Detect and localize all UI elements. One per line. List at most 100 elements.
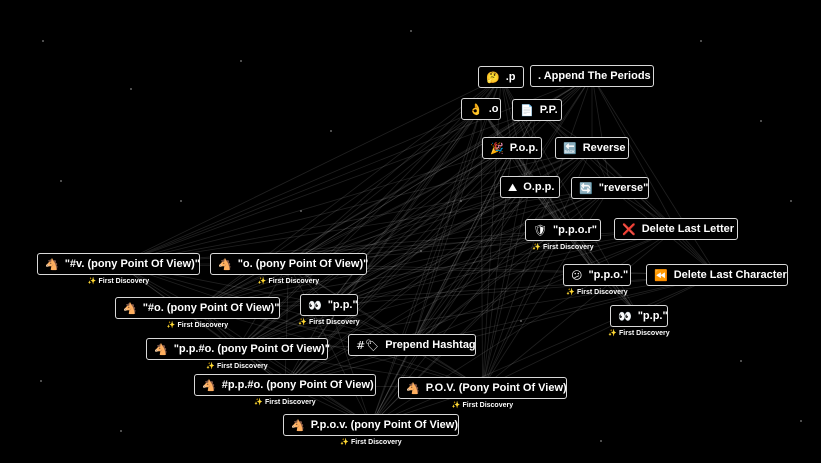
connection-line xyxy=(328,147,593,306)
connection-line xyxy=(328,147,513,306)
connection-line xyxy=(511,147,598,276)
connection-line xyxy=(370,76,502,426)
connection-line xyxy=(118,76,502,265)
connection-line xyxy=(411,147,593,346)
connection-line xyxy=(482,274,718,389)
connection-line xyxy=(288,263,372,426)
star-dot xyxy=(130,88,132,90)
element-p-p-o-v-pony-point-of-view[interactable]: 🐴P.p.o.v. (pony Point Of View) xyxy=(283,414,459,436)
element-append-the-periods[interactable]: . Append The Periods xyxy=(530,65,654,87)
element-label: Prepend Hashtag xyxy=(385,339,476,351)
element-p-p[interactable]: 👀"p.p." xyxy=(610,305,668,327)
element-label: #p.p.#o. (pony Point Of View) xyxy=(221,379,374,391)
connection-line xyxy=(288,109,538,265)
first-discovery-badge: ✨ First Discovery xyxy=(254,399,316,406)
star-dot xyxy=(410,30,412,32)
connection-line xyxy=(118,108,482,265)
star-dot xyxy=(740,360,742,362)
element-emoji-icon: 🔄 xyxy=(579,181,593,195)
star-dot xyxy=(60,180,62,182)
first-discovery-badge: ✨ First Discovery xyxy=(340,439,402,446)
first-discovery-badge: ✨ First Discovery xyxy=(87,278,150,285)
element-emoji-icon: 👌 xyxy=(469,102,483,116)
connection-line xyxy=(118,109,538,265)
element-emoji-icon: 🐴 xyxy=(218,257,232,271)
connection-line xyxy=(536,109,677,230)
element-emoji-icon: 🔙 xyxy=(563,141,577,155)
connection-line xyxy=(236,186,531,350)
star-dot xyxy=(120,430,122,432)
element-emoji-icon: 🐴 xyxy=(202,378,216,392)
element-emoji-icon: 🐴 xyxy=(406,381,420,395)
element-p-p-o-r[interactable]: 🛡"p.p.o.r" xyxy=(525,219,601,241)
connection-line xyxy=(288,186,531,265)
connection-line xyxy=(591,147,718,276)
connection-line xyxy=(197,228,677,309)
element-p-p-o[interactable]: 😕"p.p.o." xyxy=(563,264,631,286)
connection-line xyxy=(328,186,531,306)
element-emoji-icon: 📄 xyxy=(520,103,534,117)
element-o-p-p[interactable]: ⛰O.p.p. xyxy=(500,176,560,198)
element-delete-last-character[interactable]: ⏪Delete Last Character xyxy=(646,264,788,286)
element-label: "p.p.o." xyxy=(588,269,629,281)
star-dot xyxy=(460,200,462,202)
star-dot xyxy=(700,40,702,42)
element-emoji-icon: 👀 xyxy=(618,309,632,323)
element-p-p-o-pony-point-of-view[interactable]: 🐴"p.p.#o. (pony Point Of View)" xyxy=(146,338,330,360)
connection-line xyxy=(411,108,482,346)
element-o-pony-point-of-view[interactable]: 🐴"o. (pony Point Of View)" xyxy=(210,253,368,275)
connection-line xyxy=(118,263,483,389)
star-dot xyxy=(180,200,182,202)
element-emoji-icon: ⏪ xyxy=(654,268,668,282)
element-label: "#v. (pony Point Of View)" xyxy=(64,258,201,270)
element-p-o-v-pony-point-of-view[interactable]: 🐴P.O.V. (Pony Point Of View) xyxy=(398,377,567,399)
connection-line xyxy=(328,228,677,306)
star-dot xyxy=(790,200,792,202)
connection-line xyxy=(482,76,502,389)
connection-line xyxy=(284,274,718,386)
element-label: O.p.p. xyxy=(523,181,555,193)
element-label: "#o. (pony Point Of View)" xyxy=(142,302,280,314)
connection-line xyxy=(411,274,718,346)
first-discovery-badge: ✨ First Discovery xyxy=(257,278,320,285)
element-p-p[interactable]: 📄P.P. xyxy=(512,99,562,121)
connection-line xyxy=(411,186,531,346)
connection-line xyxy=(288,108,482,265)
element-emoji-icon: 🐴 xyxy=(45,257,59,271)
connection-line xyxy=(411,147,513,346)
connection-line xyxy=(197,186,531,309)
first-discovery-badge: ✨ First Discovery xyxy=(166,322,229,329)
element-label: P.p.o.v. (pony Point Of View) xyxy=(310,419,458,431)
element-delete-last-letter[interactable]: ❌Delete Last Letter xyxy=(614,218,738,240)
element-reverse[interactable]: 🔙Reverse xyxy=(555,137,629,159)
element-emoji-icon: #🏷 xyxy=(356,338,380,352)
element-o[interactable]: 👌.o xyxy=(461,98,501,120)
element-p-p-o-pony-point-of-view[interactable]: 🐴 #p.p.#o. (pony Point Of View) xyxy=(194,374,376,396)
connection-line xyxy=(236,147,513,350)
element-p[interactable]: 🤔.p xyxy=(478,66,524,88)
element-v-pony-point-of-view[interactable]: 🐴 "#v. (pony Point Of View)" xyxy=(37,253,200,275)
connection-line xyxy=(411,75,593,346)
connection-line xyxy=(411,76,502,346)
element-emoji-icon: 🐴 xyxy=(123,301,137,315)
connection-line xyxy=(411,228,677,346)
connection-line xyxy=(591,75,677,230)
element-o-pony-point-of-view[interactable]: 🐴 "#o. (pony Point Of View)" xyxy=(115,297,280,319)
connection-line xyxy=(370,147,513,426)
connection-line xyxy=(284,75,593,386)
connection-line xyxy=(370,75,593,426)
element-p-o-p[interactable]: 🎉P.o.p. xyxy=(482,137,542,159)
first-discovery-badge: ✨ First Discovery xyxy=(206,363,268,370)
element-p-p[interactable]: 👀"p.p." xyxy=(300,294,358,316)
star-dot xyxy=(300,210,302,212)
connection-line xyxy=(197,147,593,309)
star-dot xyxy=(600,440,602,442)
connection-line xyxy=(197,229,564,309)
connection-line xyxy=(370,274,718,426)
first-discovery-badge: ✨ First Discovery xyxy=(608,330,670,337)
element-prepend-hashtag[interactable]: #🏷 Prepend Hashtag xyxy=(348,334,476,356)
element-reverse[interactable]: 🔄"reverse" xyxy=(571,177,649,199)
connection-line xyxy=(197,109,538,309)
